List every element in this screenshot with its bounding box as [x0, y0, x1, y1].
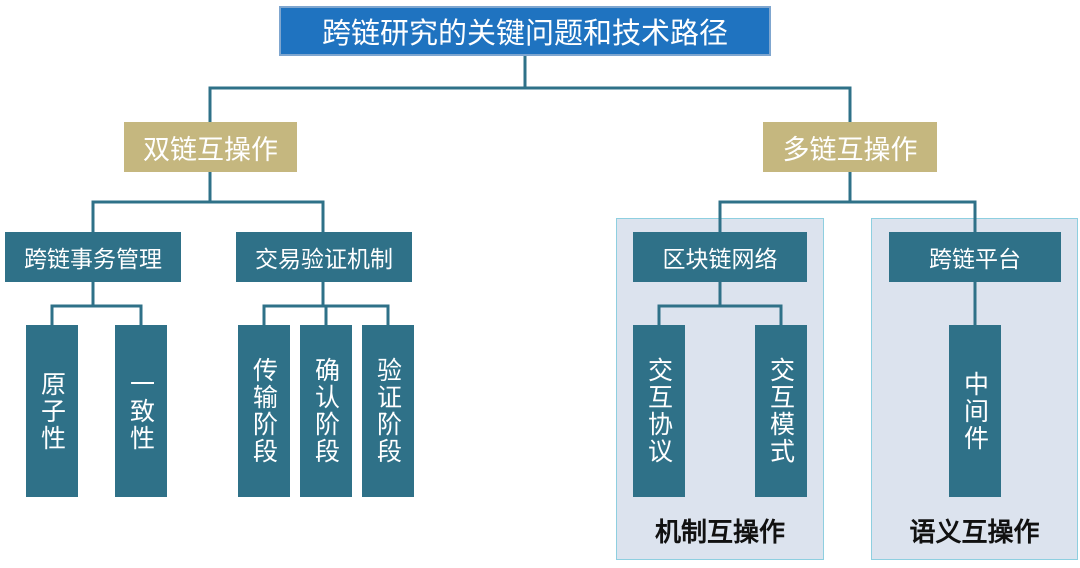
connector-bcnet-right	[720, 304, 783, 325]
leaf-verification-phase: 验证阶段	[362, 325, 414, 497]
connector-bcnet	[657, 282, 722, 325]
blockchain-network-node: 区块链网络	[633, 232, 807, 282]
semantic-interop-label: 语义互操作	[909, 517, 1040, 548]
connector-txmgmt	[50, 282, 95, 325]
leaf-consistency: 一致性	[115, 325, 167, 497]
connector-txverify	[262, 282, 325, 325]
transaction-verification-node: 交易验证机制	[236, 232, 412, 282]
connector-txverify-mid	[323, 304, 328, 325]
crosschain-platform-node: 跨链平台	[889, 232, 1061, 282]
connector-multi	[718, 172, 852, 232]
leaf-confirmation-phase: 确认阶段	[300, 325, 352, 497]
connector-root	[208, 56, 527, 122]
connector-multi-right	[850, 200, 977, 232]
leaf-transmission-phase: 传输阶段	[238, 325, 290, 497]
connector-dual-right	[210, 200, 325, 232]
diagram-title: 跨链研究的关键问题和技术路径	[279, 6, 771, 56]
leaf-atomicity: 原子性	[26, 325, 78, 497]
mechanism-interop-label: 机制互操作	[654, 517, 785, 548]
multi-chain-interop-node: 多链互操作	[763, 122, 937, 172]
connector-txmgmt-right	[93, 304, 143, 325]
leaf-interaction-protocol: 交互协议	[633, 325, 685, 497]
connector-root-right	[525, 86, 852, 122]
connector-dual	[91, 172, 212, 232]
leaf-middleware: 中间件	[949, 325, 1001, 497]
leaf-interaction-mode: 交互模式	[755, 325, 807, 497]
crosschain-transaction-mgmt-node: 跨链事务管理	[5, 232, 181, 282]
connector-txverify-right	[326, 304, 390, 325]
dual-chain-interop-node: 双链互操作	[124, 122, 297, 172]
